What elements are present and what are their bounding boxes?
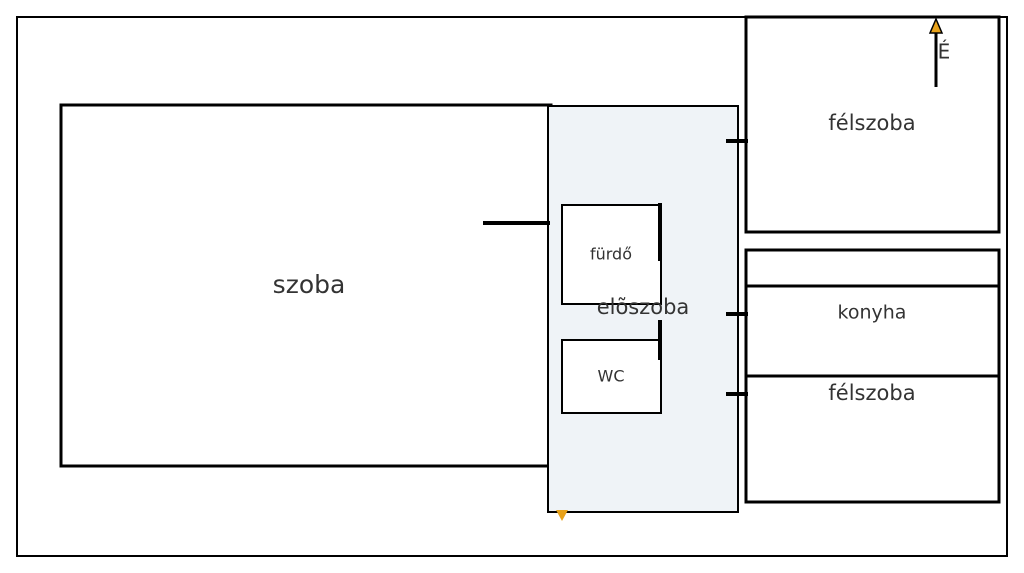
room-label-felszoba-top: félszoba [828, 111, 915, 135]
room-wc[interactable] [561, 339, 662, 414]
room-label-szoba: szoba [273, 270, 346, 299]
room-konyha[interactable] [744, 284, 1001, 378]
room-label-furdo: fürdő [590, 245, 632, 264]
room-szoba[interactable] [59, 103, 553, 468]
entrance-marker [556, 510, 568, 521]
north-arrow-icon [928, 17, 944, 34]
room-label-eloszoba: elõszoba [597, 295, 690, 319]
room-label-wc: WC [598, 367, 625, 386]
room-felszoba-top[interactable] [744, 15, 1001, 234]
room-eloszoba[interactable] [547, 105, 739, 513]
room-label-konyha: konyha [838, 302, 907, 324]
compass-label: É [938, 40, 951, 64]
room-label-felszoba-bottom: félszoba [828, 381, 915, 405]
room-felszoba-bottom[interactable] [744, 374, 1001, 504]
